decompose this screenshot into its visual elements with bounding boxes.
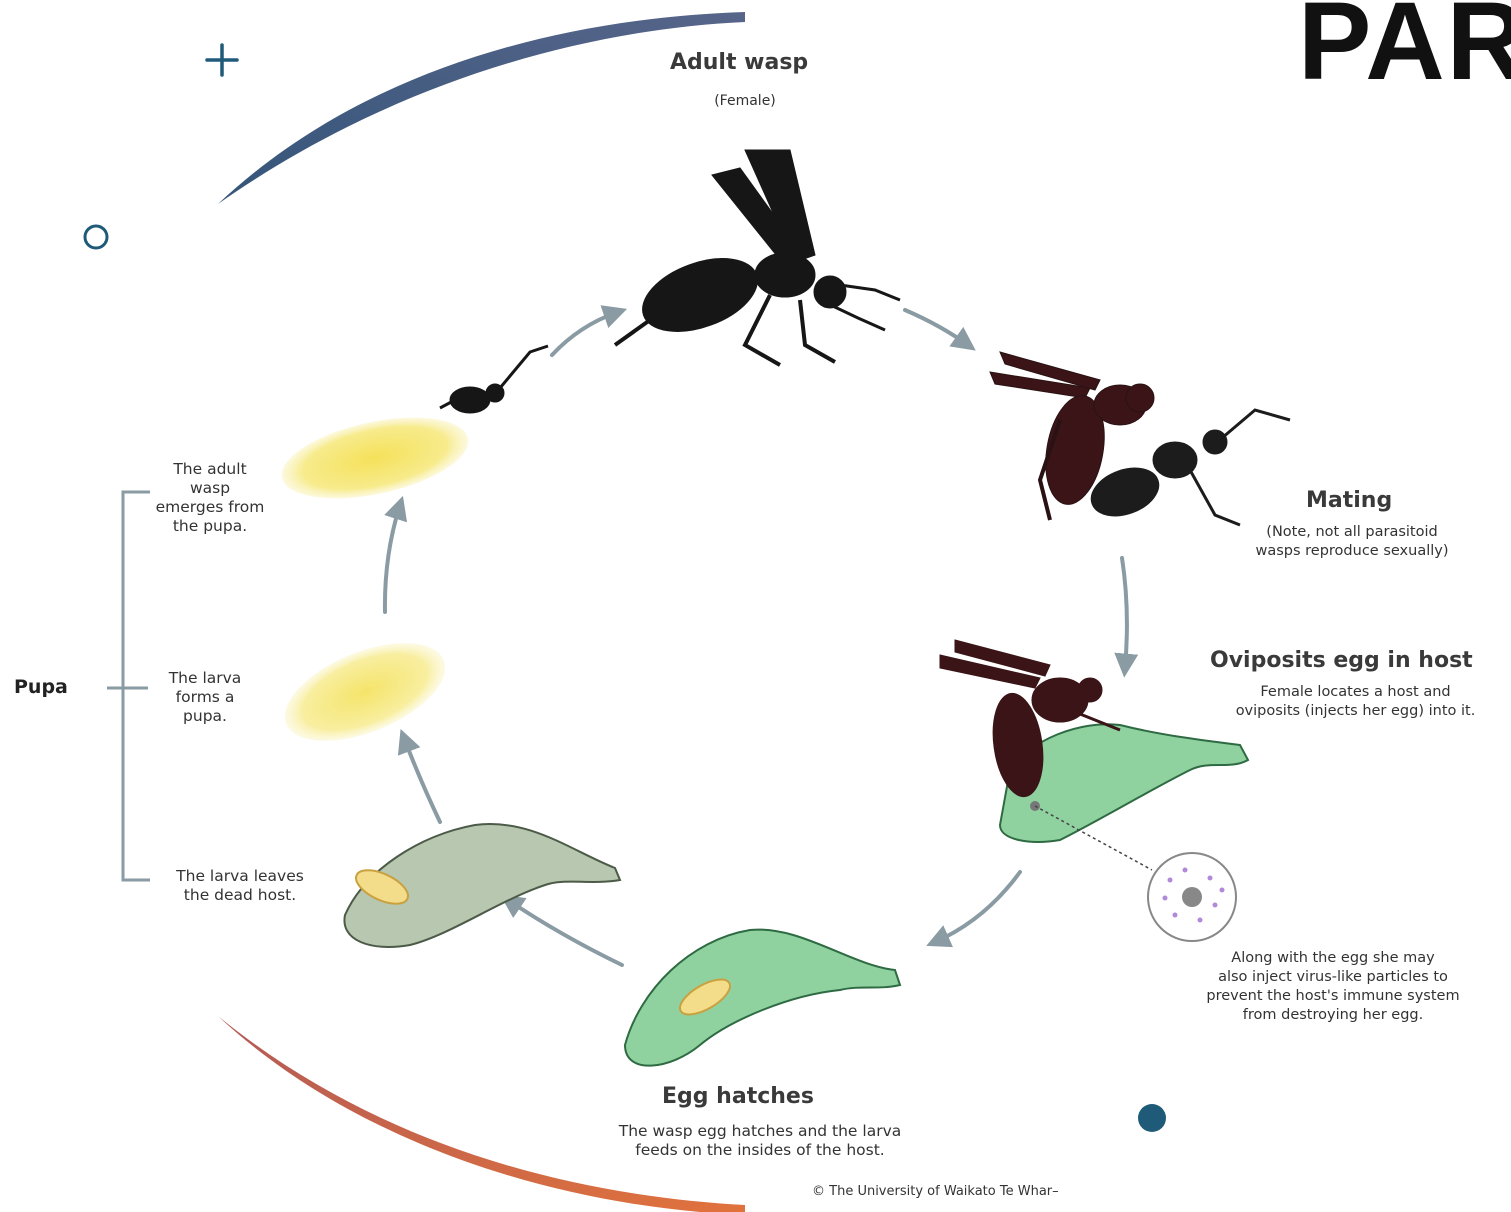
virus-particle-inset: [1148, 853, 1236, 941]
arrow-mating-to-oviposit: [1122, 558, 1127, 668]
mating-wasps-figure: [990, 352, 1290, 525]
mating-title: Mating: [1306, 488, 1392, 513]
adult-wasp-figure: [615, 150, 900, 365]
arrow-leave-to-pupa: [404, 738, 440, 822]
egg-hatches-title: Egg hatches: [662, 1084, 814, 1109]
arrow-pupa-to-emerge: [385, 505, 400, 612]
pupa-forming-figure: [271, 623, 459, 761]
copyright-notice: © The University of Waikato Te Whar–: [812, 1184, 1059, 1199]
egg-hatches-description: The wasp egg hatches and the larva feeds…: [590, 1122, 930, 1160]
oviposit-title: Oviposits egg in host: [1210, 648, 1473, 673]
mating-note: (Note, not all parasitoid wasps reproduc…: [1222, 523, 1482, 561]
pupa-label: Pupa: [14, 676, 68, 698]
adult-wasp-title: Adult wasp: [670, 50, 808, 75]
oviposit-figure: [940, 640, 1248, 870]
emerging-wasp-figure: [275, 346, 548, 513]
dead-host-figure: [344, 824, 620, 947]
adult-wasp-subtitle: (Female): [705, 92, 785, 111]
hatch-figure: [625, 930, 900, 1066]
oviposit-description: Female locates a host and oviposits (inj…: [1200, 683, 1511, 721]
slide-title: PAR: [1298, 0, 1511, 105]
pupa-step-form: The larva forms a pupa.: [150, 669, 260, 726]
pupa-step-emerge: The adult wasp emerges from the pupa.: [140, 460, 280, 536]
pupa-bracket: [107, 492, 150, 880]
arrow-oviposit-to-hatch: [935, 872, 1020, 942]
arrow-hatch-to-leave: [508, 900, 622, 965]
virus-description: Along with the egg she may also inject v…: [1170, 949, 1496, 1025]
arrow-adult-to-mating: [905, 310, 968, 345]
arrow-emerge-to-adult: [552, 312, 618, 355]
pupa-step-leave: The larva leaves the dead host.: [155, 867, 325, 905]
